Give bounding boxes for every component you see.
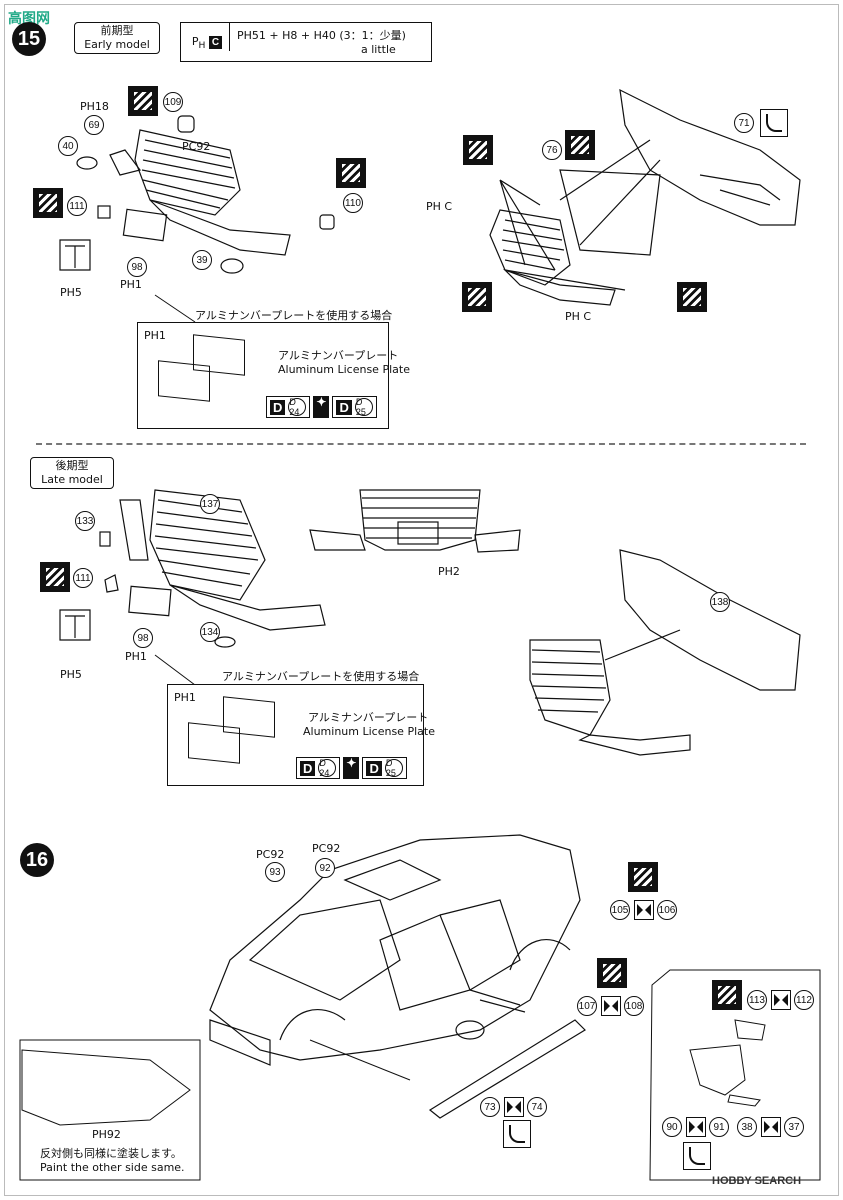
- part-74: 74: [527, 1097, 547, 1117]
- cement-icon: [336, 158, 366, 188]
- paint-phc-a: PH C: [426, 200, 453, 213]
- part-105: 105: [610, 900, 630, 920]
- part-107: 107: [577, 996, 597, 1016]
- plate-heading-early: アルミナンバープレートを使用する場合: [195, 309, 393, 322]
- paint-ph18: PH18: [80, 100, 109, 113]
- part-69: 69: [84, 115, 104, 135]
- note-en: Paint the other side same.: [40, 1161, 185, 1174]
- part-73: 73: [480, 1097, 500, 1117]
- part-138: 138: [710, 592, 730, 612]
- section-divider: [36, 443, 806, 445]
- part-113: 113: [747, 990, 767, 1010]
- part-40: 40: [58, 136, 78, 156]
- bow-icon: [761, 1117, 781, 1137]
- cement-icon: [463, 135, 493, 165]
- cement-icon: [565, 130, 595, 160]
- plate-subbox-late: PH1 アルミナンバープレート Aluminum License Plate D…: [167, 684, 435, 786]
- part-71: 71: [734, 113, 754, 133]
- cement-icon: [40, 562, 70, 592]
- part-110: 110: [343, 193, 363, 213]
- part-38: 38: [737, 1117, 757, 1137]
- note-jp: 反対側も同様に塗装します。: [40, 1147, 182, 1160]
- hobbysearch-watermark: HOBBY SEARCH: [712, 1175, 802, 1187]
- part-106: 106: [657, 900, 677, 920]
- cement-icon: [628, 862, 658, 892]
- step-15-badge: 15: [12, 22, 46, 56]
- part-112: 112: [794, 990, 814, 1010]
- part-137: 137: [200, 494, 220, 514]
- part-90: 90: [662, 1117, 682, 1137]
- cement-icon: [597, 958, 627, 988]
- part-134: 134: [200, 622, 220, 642]
- paint-spec-box: PH C PH51 + H8 + H40 (3：1：少量) a little: [180, 22, 432, 62]
- paint-ph2: PH2: [438, 565, 460, 578]
- plate-subbox-early: PH1 アルミナンバープレート Aluminum License Plate D…: [137, 322, 410, 429]
- paint-phc-b: PH C: [565, 310, 592, 323]
- part-98-late: 98: [133, 628, 153, 648]
- part-37: 37: [784, 1117, 804, 1137]
- paint-pc92-a: PC92: [256, 848, 285, 861]
- paint-mix: PH51 + H8 + H40 (3：1：少量): [237, 29, 406, 42]
- part-93: 93: [265, 862, 285, 882]
- paint-ph1: PH1: [120, 278, 142, 291]
- part-133: 133: [75, 511, 95, 531]
- part-92: 92: [315, 858, 335, 878]
- part-91: 91: [709, 1117, 729, 1137]
- corner-logo: 高图网: [8, 10, 50, 26]
- paint-note: a little: [361, 43, 396, 56]
- paint-ph5: PH5: [60, 286, 82, 299]
- part-76: 76: [542, 140, 562, 160]
- paint-pc92: PC92: [182, 140, 211, 153]
- paint-pc92-b: PC92: [312, 842, 341, 855]
- adhesive-icon: [760, 109, 788, 137]
- cement-icon: [462, 282, 492, 312]
- part-98: 98: [127, 257, 147, 277]
- adhesive-icon: [503, 1120, 531, 1148]
- paint-ph5-late: PH5: [60, 668, 82, 681]
- part-39: 39: [192, 250, 212, 270]
- step-16-badge: 16: [20, 843, 54, 877]
- page-frame: [4, 4, 839, 1196]
- bow-icon: [634, 900, 654, 920]
- bow-icon: [601, 996, 621, 1016]
- bow-icon: [771, 990, 791, 1010]
- cement-icon: [128, 86, 158, 116]
- plate-heading-late: アルミナンバープレートを使用する場合: [222, 670, 420, 683]
- cement-icon: [712, 980, 742, 1010]
- adhesive-icon: [683, 1142, 711, 1170]
- bow-icon: [504, 1097, 524, 1117]
- part-111: 111: [67, 196, 87, 216]
- bow-icon: [686, 1117, 706, 1137]
- part-111-late: 111: [73, 568, 93, 588]
- part-108: 108: [624, 996, 644, 1016]
- cement-icon: [677, 282, 707, 312]
- cement-icon: [33, 188, 63, 218]
- paint-ph1-late: PH1: [125, 650, 147, 663]
- paint-ph92: PH92: [92, 1128, 121, 1141]
- part-109: 109: [163, 92, 183, 112]
